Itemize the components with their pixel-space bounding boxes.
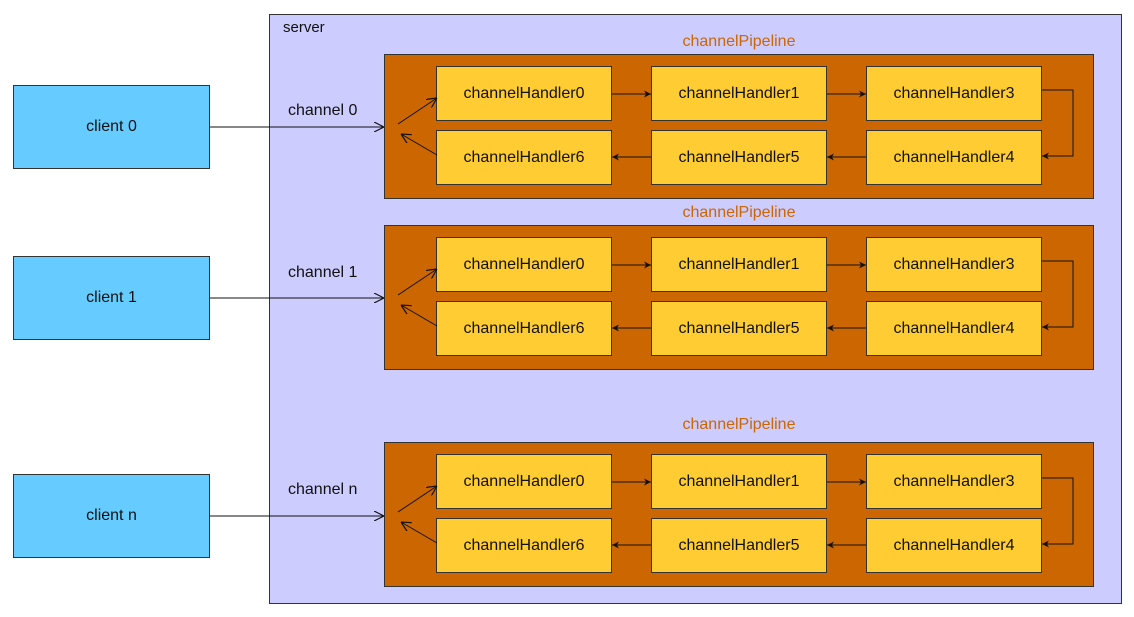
handler-label: channelHandler1 bbox=[678, 84, 800, 102]
pipeline-1-handler-5: channelHandler5 bbox=[651, 301, 827, 356]
pipeline-0-handler-3: channelHandler3 bbox=[866, 66, 1042, 121]
pipeline-1-handler-4: channelHandler4 bbox=[866, 301, 1042, 356]
entry-arrow bbox=[397, 486, 437, 513]
pipeline-n-connectors bbox=[210, 477, 1074, 549]
client-1-label: client 1 bbox=[86, 289, 137, 306]
handler-label: channelHandler3 bbox=[893, 255, 1015, 273]
pipeline-1-label: channelPipeline bbox=[682, 204, 796, 221]
pipeline-n-handler-6: channelHandler6 bbox=[436, 518, 612, 573]
handler-label: channelHandler0 bbox=[463, 255, 585, 273]
client-0-box: client 0 bbox=[13, 85, 210, 169]
pipeline-n-handler-0: channelHandler0 bbox=[436, 454, 612, 509]
pipeline-n-handler-1: channelHandler1 bbox=[651, 454, 827, 509]
client-0-label: client 0 bbox=[86, 118, 137, 135]
pipeline-1-connectors bbox=[210, 260, 1074, 332]
pipeline-0-handler-1: channelHandler1 bbox=[651, 66, 827, 121]
handler-label: channelHandler4 bbox=[893, 148, 1015, 166]
pipeline-0-handler-4: channelHandler4 bbox=[866, 130, 1042, 185]
pipeline-1-handler-3: channelHandler3 bbox=[866, 237, 1042, 292]
channel-n-label: channel n bbox=[288, 481, 358, 498]
handler-label: channelHandler6 bbox=[463, 148, 585, 166]
handler-label: channelHandler5 bbox=[678, 148, 800, 166]
handler-label: channelHandler5 bbox=[678, 319, 800, 337]
pipeline-n-handler-3: channelHandler3 bbox=[866, 454, 1042, 509]
server-label: server bbox=[283, 19, 325, 36]
exit-arrow bbox=[401, 522, 438, 544]
handler-label: channelHandler0 bbox=[463, 472, 585, 490]
channel-1-label: channel 1 bbox=[288, 264, 358, 281]
client-1-box: client 1 bbox=[13, 256, 210, 340]
pipeline-1-handler-6: channelHandler6 bbox=[436, 301, 612, 356]
pipeline-n-handler-5: channelHandler5 bbox=[651, 518, 827, 573]
pipeline-1-handler-1: channelHandler1 bbox=[651, 237, 827, 292]
pipeline-0-connectors bbox=[210, 89, 1074, 161]
pipeline-n-handler-4: channelHandler4 bbox=[866, 518, 1042, 573]
exit-arrow bbox=[401, 305, 438, 327]
handler-label: channelHandler6 bbox=[463, 319, 585, 337]
entry-arrow bbox=[397, 269, 437, 296]
entry-arrow bbox=[397, 98, 437, 125]
pipeline-1-handler-0: channelHandler0 bbox=[436, 237, 612, 292]
handler-label: channelHandler4 bbox=[893, 536, 1015, 554]
h3-to-h4 bbox=[1042, 477, 1074, 548]
handler-label: channelHandler6 bbox=[463, 536, 585, 554]
pipeline-0-handler-5: channelHandler5 bbox=[651, 130, 827, 185]
exit-arrow bbox=[401, 134, 438, 156]
client-n-label: client n bbox=[86, 507, 137, 524]
handler-label: channelHandler4 bbox=[893, 319, 1015, 337]
channel-0-label: channel 0 bbox=[288, 102, 358, 119]
pipeline-0-handler-6: channelHandler6 bbox=[436, 130, 612, 185]
h3-to-h4 bbox=[1042, 89, 1074, 160]
pipeline-n-label: channelPipeline bbox=[682, 416, 796, 433]
handler-label: channelHandler3 bbox=[893, 472, 1015, 490]
h3-to-h4 bbox=[1042, 260, 1074, 331]
handler-label: channelHandler0 bbox=[463, 84, 585, 102]
pipeline-0-handler-0: channelHandler0 bbox=[436, 66, 612, 121]
client-n-box: client n bbox=[13, 474, 210, 558]
handler-label: channelHandler3 bbox=[893, 84, 1015, 102]
handler-label: channelHandler1 bbox=[678, 472, 800, 490]
pipeline-0-label: channelPipeline bbox=[682, 33, 796, 50]
handler-label: channelHandler1 bbox=[678, 255, 800, 273]
handler-label: channelHandler5 bbox=[678, 536, 800, 554]
